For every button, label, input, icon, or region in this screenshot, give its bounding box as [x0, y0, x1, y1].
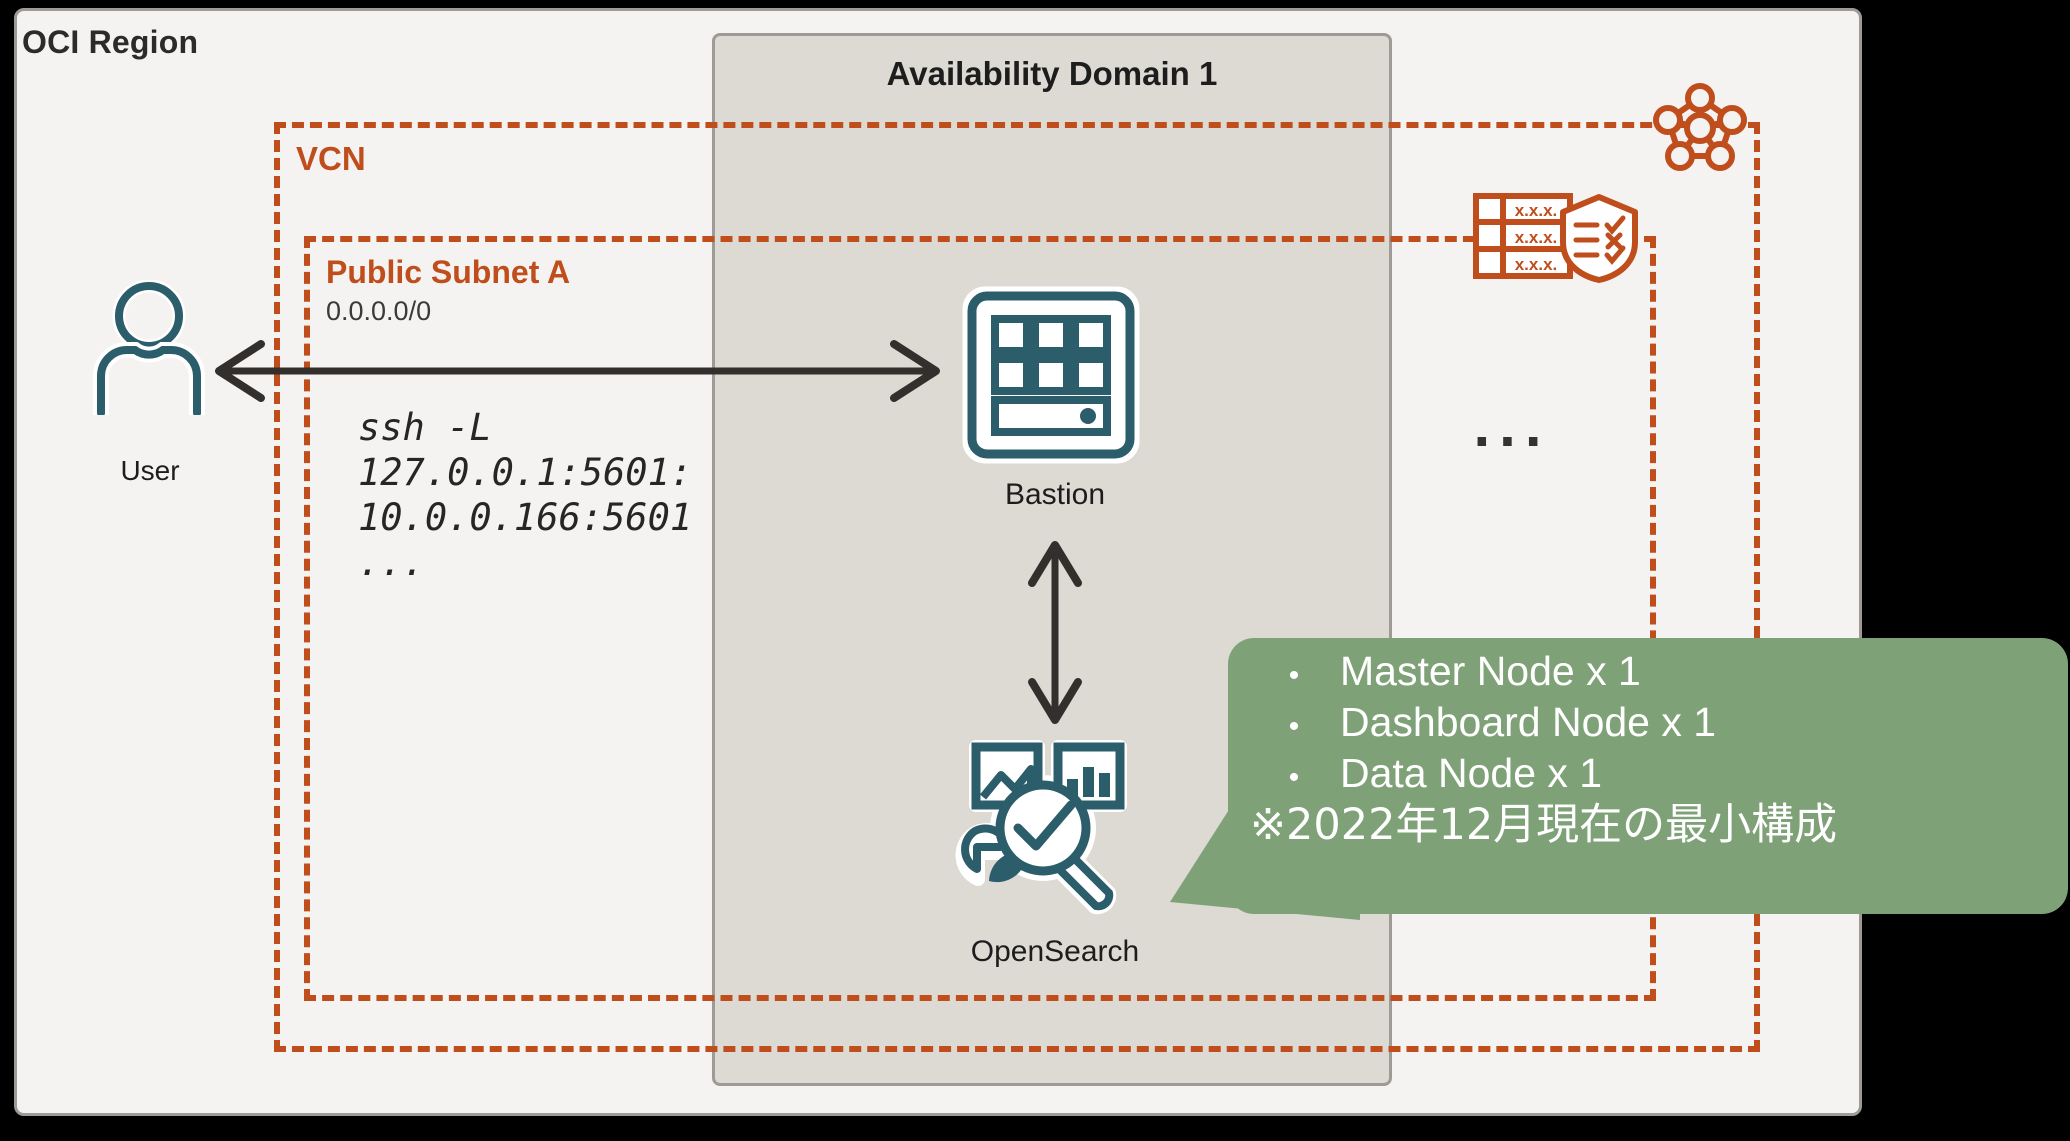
callout-item: • Dashboard Node x 1 — [1248, 697, 2058, 748]
callout-item-label: Master Node x 1 — [1340, 648, 1641, 694]
vcn-boundary — [274, 122, 1760, 1052]
security-list-icon — [1560, 194, 1638, 283]
vcn-label: VCN — [296, 140, 366, 177]
opensearch-label: OpenSearch — [970, 935, 1140, 968]
bastion-label: Bastion — [1004, 478, 1106, 511]
callout-item: • Master Node x 1 — [1248, 646, 2058, 697]
public-subnet-cidr: 0.0.0.0/0 — [326, 296, 432, 326]
callout-item: • Data Node x 1 — [1248, 748, 2058, 799]
bullet-icon: • — [1288, 709, 1300, 743]
callout-content: • Master Node x 1 • Dashboard Node x 1 •… — [1248, 646, 2058, 852]
user-icon — [93, 280, 205, 415]
callout-box — [1228, 638, 2068, 914]
user-label: User — [120, 455, 180, 486]
ellipsis-dots: ... — [1473, 392, 1551, 459]
arrow-user-to-bastion — [215, 340, 940, 402]
route-table-icon: x.x.x. x.x.x. x.x.x. — [1473, 193, 1573, 279]
route-entry-2: x.x.x. — [1515, 255, 1558, 274]
availability-domain-label: Availability Domain 1 — [886, 55, 1218, 92]
public-subnet-boundary — [304, 236, 1656, 1001]
bastion-icon — [962, 286, 1140, 464]
opensearch-icon — [955, 740, 1127, 915]
callout-item-label: Dashboard Node x 1 — [1340, 698, 1717, 745]
callout-note: ※2022年12月現在の最小構成 — [1250, 800, 1838, 851]
public-subnet-label: Public Subnet A — [326, 254, 571, 290]
network-mesh-icon — [1653, 83, 1747, 171]
callout-item-label: Data Node x 1 — [1340, 749, 1603, 796]
bullet-icon: • — [1288, 760, 1300, 794]
bullet-icon: • — [1288, 659, 1300, 692]
route-entry-1: x.x.x. — [1515, 228, 1558, 247]
ssh-command-text: ssh -L 127.0.0.1:5601: 10.0.0.166:5601 .… — [358, 406, 693, 585]
arrow-bastion-to-opensearch — [1028, 541, 1082, 724]
route-entry-0: x.x.x. — [1515, 201, 1558, 220]
oci-region-label: OCI Region — [22, 24, 199, 60]
